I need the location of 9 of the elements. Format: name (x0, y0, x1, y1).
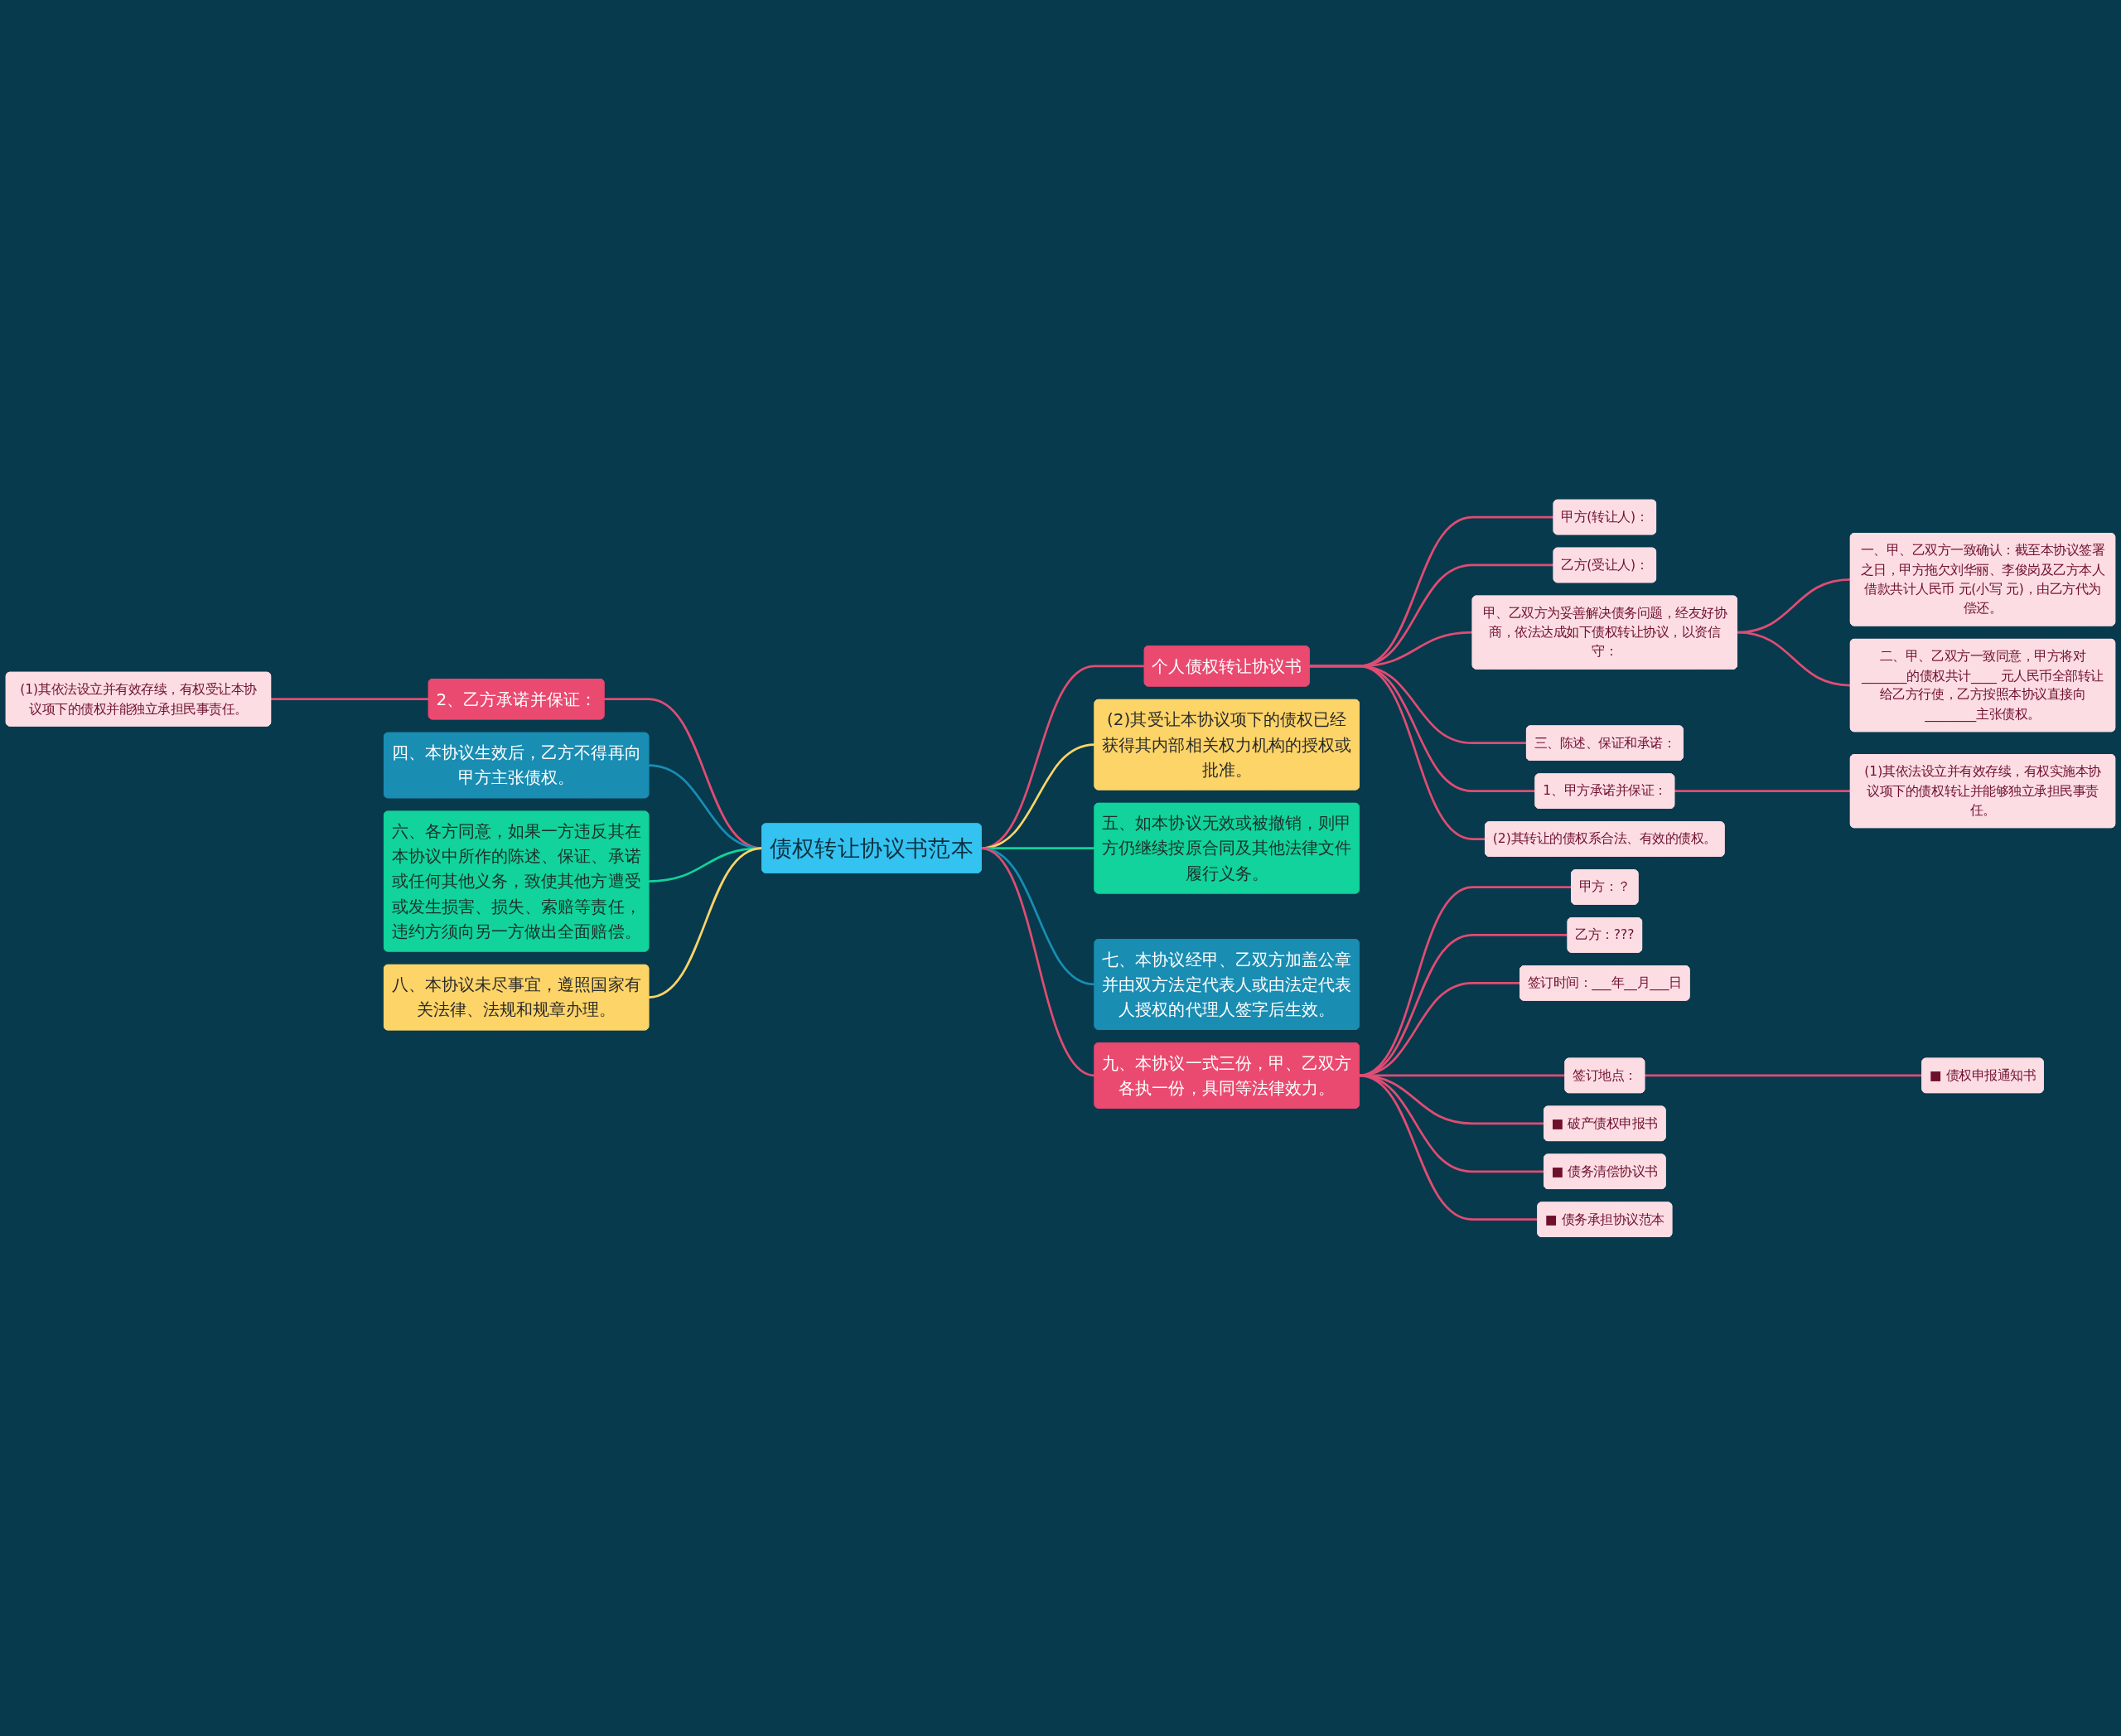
connector (1644, 1074, 1922, 1076)
connector (1674, 789, 1852, 792)
connector (647, 846, 763, 999)
connector (1736, 631, 1852, 686)
connector (1358, 1074, 1538, 1221)
connector (1358, 933, 1568, 1076)
connector (1358, 885, 1572, 1076)
connector (269, 697, 429, 700)
connector (1309, 665, 1486, 840)
